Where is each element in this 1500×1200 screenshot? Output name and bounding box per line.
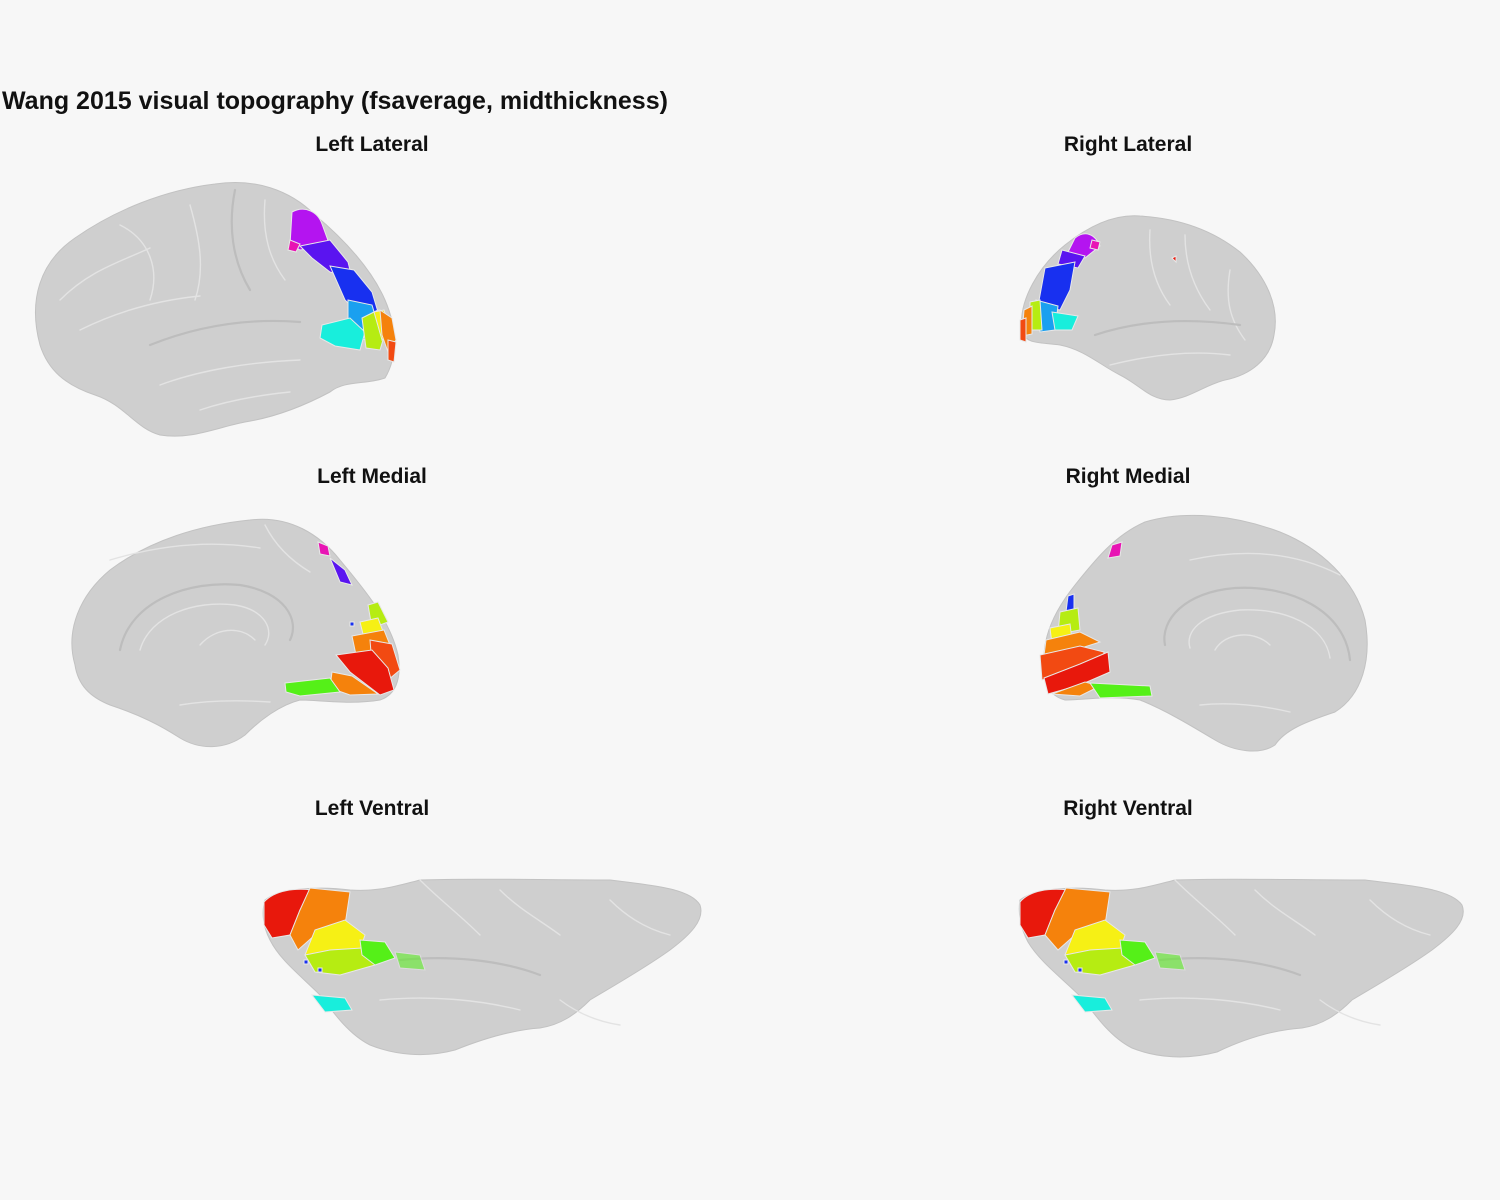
roi-red — [1019, 888, 1069, 939]
roi-orange — [289, 887, 351, 951]
roi-magenta — [317, 541, 331, 557]
roi-cyan — [310, 994, 353, 1013]
roi-indigo — [329, 557, 353, 586]
roi-orange-red — [1019, 317, 1027, 343]
roi-indigo — [1057, 249, 1086, 269]
panel-title-right-medial: Right Medial — [1065, 465, 1191, 488]
roi-red — [1043, 651, 1111, 695]
roi-red — [335, 649, 395, 696]
roi-green — [284, 677, 341, 697]
panel-title-right-ventral: Right Ventral — [1063, 797, 1193, 820]
roi-green-scatter — [394, 951, 426, 971]
roi-orange-red — [387, 339, 397, 363]
roi-blue-dots — [1063, 959, 1083, 973]
roi-blue-dot — [349, 621, 355, 627]
roi-cyan — [1051, 311, 1079, 331]
roi-cyan — [1070, 994, 1113, 1013]
roi-blue-dots — [303, 959, 323, 973]
roi-green — [1089, 682, 1153, 699]
panel-title-left-ventral: Left Ventral — [314, 797, 430, 820]
roi-green — [1119, 939, 1156, 966]
panel-title-left-medial: Left Medial — [317, 465, 427, 488]
roi-green-scatter — [1154, 951, 1186, 971]
roi-magenta — [287, 239, 301, 253]
roi-magenta — [1107, 541, 1123, 559]
panel-title-right-lateral: Right Lateral — [1063, 133, 1193, 156]
roi-red — [263, 888, 313, 939]
roi-red — [1171, 255, 1177, 264]
figure-title: Wang 2015 visual topography (fsaverage, … — [2, 87, 668, 115]
roi-cyan — [319, 317, 366, 351]
roi-magenta — [1089, 239, 1101, 251]
panel-title-left-lateral: Left Lateral — [315, 133, 429, 156]
roi-orange — [1044, 887, 1111, 951]
roi-green — [359, 939, 396, 966]
roi-orange — [1043, 631, 1102, 656]
